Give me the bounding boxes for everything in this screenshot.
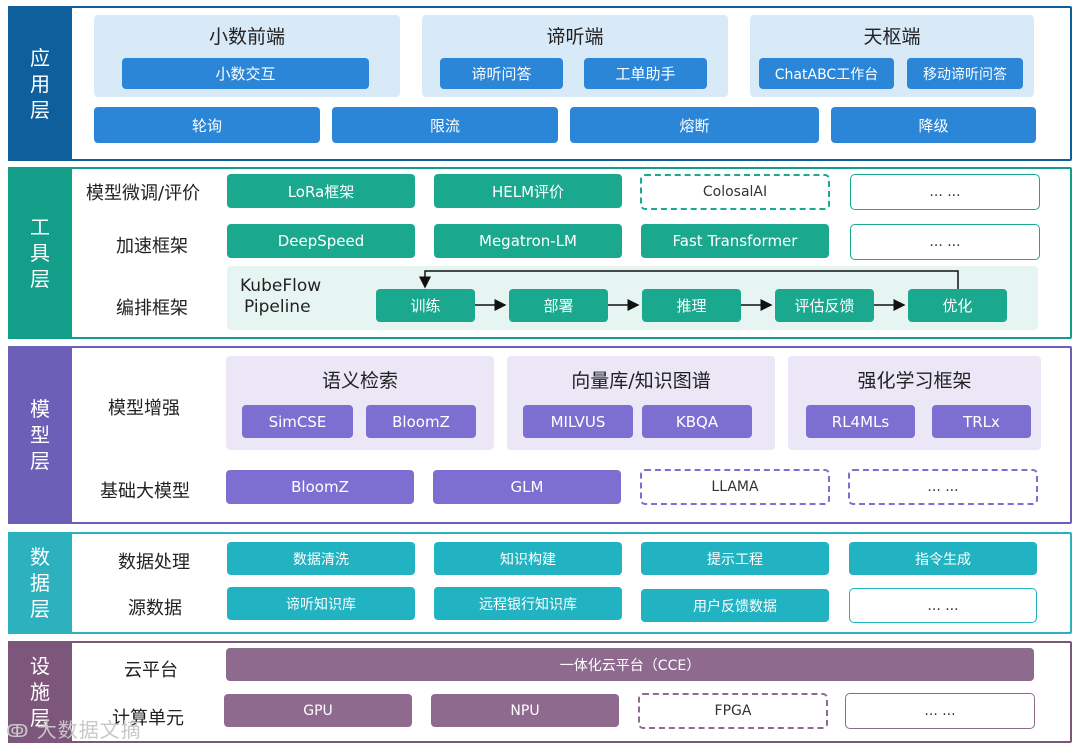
app-item-diting-qa[interactable]: 谛听问答 xyxy=(440,58,563,89)
model-trlx[interactable]: TRLx xyxy=(932,405,1031,438)
model-glm[interactable]: GLM xyxy=(433,470,621,504)
model-layer-label: 模 型 层 xyxy=(8,346,72,524)
tool-layer-label: 工 具 层 xyxy=(8,167,72,339)
tool-helm[interactable]: HELM评价 xyxy=(434,174,622,208)
app-layer-label: 应 用 层 xyxy=(8,6,72,161)
data-more[interactable]: ... ... xyxy=(849,588,1037,623)
group-title: 语义检索 xyxy=(321,370,398,392)
infra-fpga[interactable]: FPGA xyxy=(638,693,828,729)
row-label-finetune-eval: 模型微调/评价 xyxy=(86,183,201,204)
tool-more-acceleration[interactable]: ... ... xyxy=(850,224,1040,260)
group-title: 向量库/知识图谱 xyxy=(571,370,711,392)
app-item-mobile-diting-qa[interactable]: 移动谛听问答 xyxy=(907,58,1023,89)
data-layer-label: 数 据 层 xyxy=(8,532,72,634)
model-simcse[interactable]: SimCSE xyxy=(242,405,353,438)
watermark-logo-icon: ↂ xyxy=(6,721,30,742)
infra-layer-label: 设 施 层 xyxy=(8,641,72,743)
model-bloomz-search[interactable]: BloomZ xyxy=(366,405,476,438)
tool-lora[interactable]: LoRa框架 xyxy=(227,174,415,208)
model-more[interactable]: ... ... xyxy=(848,469,1038,505)
group-title: 谛听端 xyxy=(546,26,604,48)
pipeline-step-evaluate[interactable]: 评估反馈 xyxy=(775,289,874,322)
row-label-acceleration: 加速框架 xyxy=(116,236,188,257)
infra-npu[interactable]: NPU xyxy=(431,694,619,727)
pipeline-title: KubeFlow Pipeline xyxy=(240,276,322,317)
infra-more[interactable]: ... ... xyxy=(845,693,1035,729)
row-label-cloud-platform: 云平台 xyxy=(124,660,178,681)
data-prompt-engineering[interactable]: 提示工程 xyxy=(641,542,829,575)
control-polling[interactable]: 轮询 xyxy=(94,107,320,143)
tool-colosalai[interactable]: ColosalAI xyxy=(640,174,830,210)
model-llama[interactable]: LLAMA xyxy=(640,469,830,505)
row-label-model-enhance: 模型增强 xyxy=(108,398,180,419)
data-knowledge-build[interactable]: 知识构建 xyxy=(434,542,622,575)
model-milvus[interactable]: MILVUS xyxy=(523,405,633,438)
pipeline-step-inference[interactable]: 推理 xyxy=(642,289,741,322)
app-item-chatabc-workbench[interactable]: ChatABC工作台 xyxy=(759,58,894,89)
pipeline-feedback-arrow xyxy=(419,270,959,289)
pipeline-panel xyxy=(227,266,1038,330)
row-label-base-model: 基础大模型 xyxy=(100,481,190,502)
row-label-compute-unit: 计算单元 xyxy=(112,708,184,729)
tool-fast-transformer[interactable]: Fast Transformer xyxy=(641,224,829,258)
pipeline-step-train[interactable]: 训练 xyxy=(376,289,475,322)
model-rl4mls[interactable]: RL4MLs xyxy=(806,405,915,438)
group-title: 强化学习框架 xyxy=(857,370,972,392)
control-circuit-breaker[interactable]: 熔断 xyxy=(570,107,819,143)
control-rate-limit[interactable]: 限流 xyxy=(332,107,558,143)
data-instruction-gen[interactable]: 指令生成 xyxy=(849,542,1037,575)
model-kbqa[interactable]: KBQA xyxy=(642,405,752,438)
infra-cloud-platform[interactable]: 一体化云平台（CCE） xyxy=(226,648,1034,681)
row-label-orchestration: 编排框架 xyxy=(116,298,188,319)
control-degrade[interactable]: 降级 xyxy=(831,107,1036,143)
pipeline-step-optimize[interactable]: 优化 xyxy=(908,289,1007,322)
group-title: 小数前端 xyxy=(208,26,285,48)
data-cleaning[interactable]: 数据清洗 xyxy=(227,542,415,575)
watermark: ↂ 大数据文摘 xyxy=(6,718,142,742)
data-diting-kb[interactable]: 谛听知识库 xyxy=(227,587,415,620)
row-label-data-processing: 数据处理 xyxy=(118,552,190,573)
group-title: 天枢端 xyxy=(863,26,921,48)
row-label-source-data: 源数据 xyxy=(128,598,182,619)
tool-deepspeed[interactable]: DeepSpeed xyxy=(227,224,415,258)
tool-more-finetune[interactable]: ... ... xyxy=(850,174,1040,210)
data-user-feedback[interactable]: 用户反馈数据 xyxy=(641,589,829,622)
infra-gpu[interactable]: GPU xyxy=(224,694,412,727)
app-item-ticket-assistant[interactable]: 工单助手 xyxy=(584,58,707,89)
data-remote-bank-kb[interactable]: 远程银行知识库 xyxy=(434,587,622,620)
app-item-xiaoshu-interaction[interactable]: 小数交互 xyxy=(122,58,369,89)
pipeline-step-deploy[interactable]: 部署 xyxy=(509,289,608,322)
tool-megatron[interactable]: Megatron-LM xyxy=(434,224,622,258)
model-bloomz[interactable]: BloomZ xyxy=(226,470,414,504)
